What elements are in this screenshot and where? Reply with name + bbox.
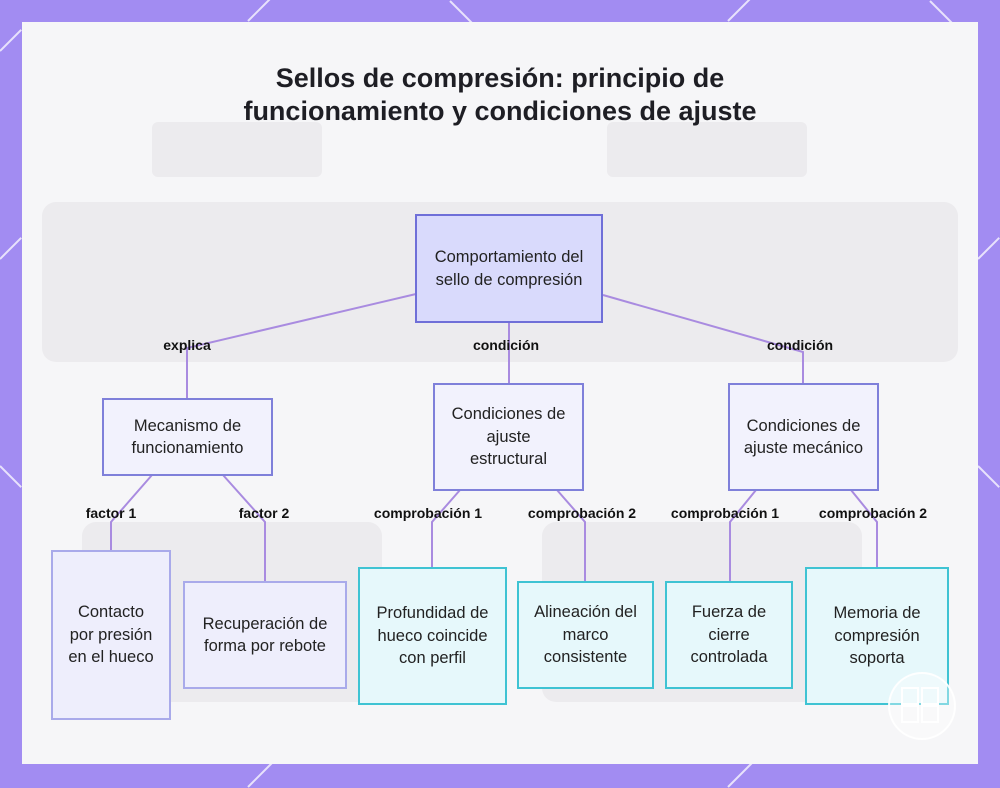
watermark-logo — [888, 672, 956, 740]
edge-label-condicion-structural: condición — [472, 337, 540, 353]
edge-mechanical-memory — [850, 489, 878, 567]
node-operating-mechanism: Mecanismo de funcionamiento — [102, 398, 273, 476]
edge-mechanism-recovery — [222, 474, 266, 581]
node-compression-memory: Memoria de compresión soporta — [805, 567, 949, 705]
node-compression-seal-behavior: Comportamiento del sello de compresión — [415, 214, 603, 323]
edge-mechanical-force — [729, 489, 757, 581]
edge-mechanism-contact — [110, 474, 153, 550]
edge-structural-alignment — [556, 489, 586, 581]
edge-label-comprobacion-2-mechanical: comprobación 2 — [818, 505, 928, 521]
node-gap-depth: Profundidad de hueco coincide con perfil — [358, 567, 507, 705]
edge-label-factor-2: factor 2 — [238, 505, 290, 521]
edge-structural-depth — [431, 489, 461, 567]
edge-label-comprobacion-2-structural: comprobación 2 — [527, 505, 637, 521]
logo-icon — [901, 687, 939, 723]
edge-label-comprobacion-1-structural: comprobación 1 — [373, 505, 483, 521]
edge-root-mechanism — [186, 293, 417, 398]
edge-label-condicion-mechanical: condición — [766, 337, 834, 353]
diagram-title: Sellos de compresión: principio de funci… — [243, 63, 757, 127]
edge-label-explica: explica — [163, 337, 211, 353]
edge-label-comprobacion-1-mechanical: comprobación 1 — [670, 505, 780, 521]
node-closing-force: Fuerza de cierre controlada — [665, 581, 793, 689]
node-frame-alignment: Alineación del marco consistente — [517, 581, 654, 689]
node-structural-fit-conditions: Condiciones de ajuste estructural — [433, 383, 584, 491]
edge-root-mechanical — [602, 294, 804, 383]
edge-label-factor-1: factor 1 — [85, 505, 137, 521]
node-mechanical-fit-conditions: Condiciones de ajuste mecánico — [728, 383, 879, 491]
node-pressure-contact: Contacto por presión en el hueco — [51, 550, 171, 720]
node-shape-recovery: Recuperación de forma por rebote — [183, 581, 347, 689]
